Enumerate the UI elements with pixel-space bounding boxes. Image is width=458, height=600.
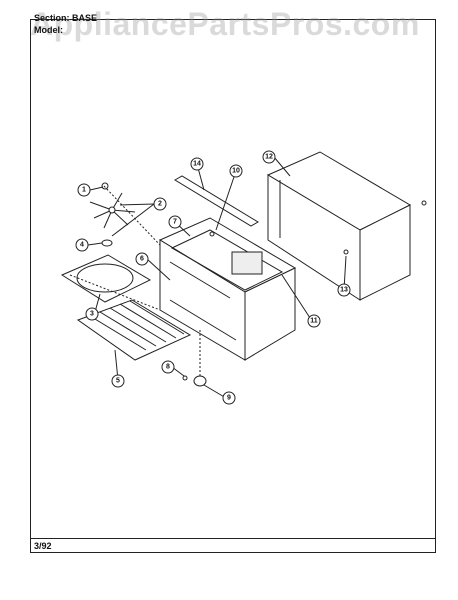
cabinet-wrapper <box>266 151 412 301</box>
callout-13 <box>337 283 351 297</box>
callout-label-8: 8 <box>166 364 170 371</box>
callout-label-3: 3 <box>90 311 94 318</box>
callout-label-5: 5 <box>116 378 120 385</box>
callout-8 <box>161 360 175 374</box>
callout-label-13: 13 <box>340 287 348 294</box>
callout-11 <box>307 314 321 328</box>
callout-label-14: 14 <box>193 161 201 168</box>
callout-label-11: 11 <box>310 318 318 325</box>
callout-label-4: 4 <box>80 242 84 249</box>
fan-assembly <box>89 192 136 247</box>
page-frame <box>30 19 436 553</box>
callout-7 <box>168 215 182 229</box>
callout-9 <box>222 391 236 405</box>
callout-label-1: 1 <box>82 187 86 194</box>
callout-4 <box>75 238 89 252</box>
top-trim-strip <box>174 175 259 227</box>
callout-5 <box>111 374 125 388</box>
section-label: Section: BASE <box>34 13 98 23</box>
oven-liner <box>158 217 297 361</box>
callout-label-7: 7 <box>173 219 177 226</box>
callout-6 <box>135 252 149 266</box>
revision-date: 3/92 <box>34 541 52 551</box>
callout-10 <box>229 164 243 178</box>
control-knob <box>193 330 207 387</box>
callout-label-6: 6 <box>140 256 144 263</box>
callout-12 <box>262 150 276 164</box>
fan-cover <box>60 254 152 303</box>
watermark: AppliancePartsPros.com <box>30 6 420 42</box>
callout-label-12: 12 <box>265 154 273 161</box>
callout-label-9: 9 <box>227 395 231 402</box>
model-label: Model: <box>34 25 63 35</box>
callout-1 <box>77 183 91 197</box>
callout-label-2: 2 <box>158 201 162 208</box>
callout-3 <box>85 307 99 321</box>
callout-2 <box>153 197 167 211</box>
oven-rack <box>76 299 192 361</box>
callout-label-10: 10 <box>232 168 240 175</box>
footer-divider <box>30 538 436 539</box>
callout-14 <box>190 157 204 171</box>
